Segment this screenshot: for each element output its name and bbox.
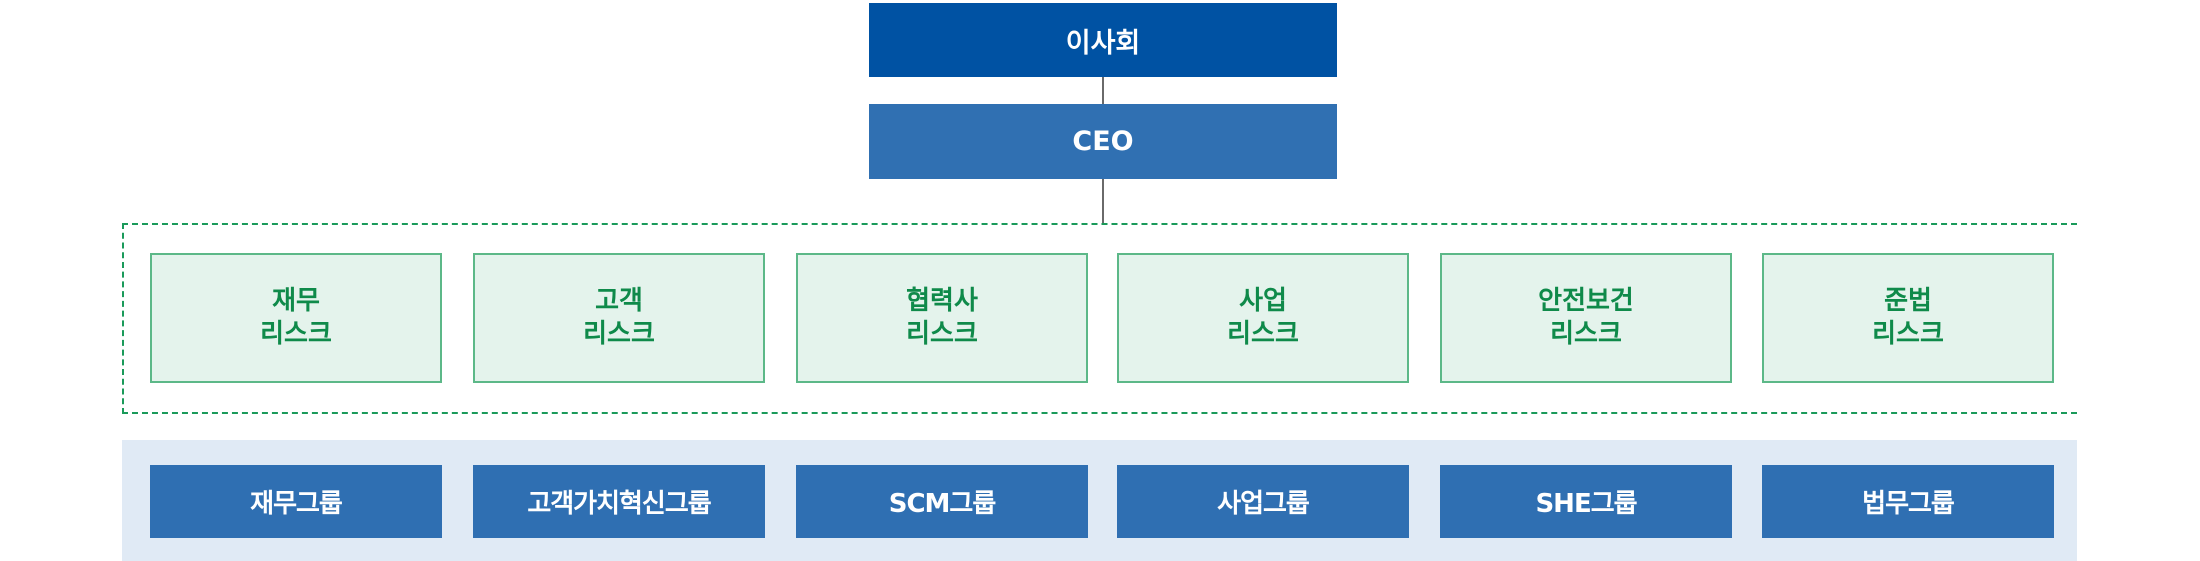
risk-box-finance: 재무 리스크 [150, 253, 442, 383]
risk-subtitle: 리스크 [1872, 319, 1944, 349]
group-box-legal: 법무그룹 [1762, 465, 2054, 538]
ceo-risk-connector [1102, 179, 1104, 224]
group-label: 재무그룹 [250, 489, 343, 519]
risk-subtitle: 리스크 [1227, 319, 1299, 349]
group-label: SHE그룹 [1535, 489, 1637, 519]
risk-box-partner: 협력사 리스크 [796, 253, 1088, 383]
risk-title: 고객 [595, 286, 643, 316]
risk-subtitle: 리스크 [260, 319, 332, 349]
group-label: 고객가치혁신그룹 [527, 489, 711, 519]
board-label: 이사회 [1065, 27, 1141, 59]
board-ceo-connector [1102, 77, 1104, 104]
risk-title: 사업 [1239, 286, 1287, 316]
group-box-business: 사업그룹 [1117, 465, 1409, 538]
risk-box-compliance: 준법 리스크 [1762, 253, 2054, 383]
group-box-customer-value-innovation: 고객가치혁신그룹 [473, 465, 765, 538]
risk-title: 재무 [272, 286, 320, 316]
group-box-scm: SCM그룹 [796, 465, 1088, 538]
ceo-box: CEO [869, 104, 1337, 179]
group-box-finance: 재무그룹 [150, 465, 442, 538]
risk-box-customer: 고객 리스크 [473, 253, 765, 383]
risk-box-safety-health: 안전보건 리스크 [1440, 253, 1732, 383]
group-label: 사업그룹 [1217, 489, 1310, 519]
risk-subtitle: 리스크 [906, 319, 978, 349]
group-label: 법무그룹 [1862, 489, 1955, 519]
ceo-label: CEO [1072, 126, 1134, 157]
group-label: SCM그룹 [888, 489, 997, 519]
risk-subtitle: 리스크 [583, 319, 655, 349]
risk-box-business: 사업 리스크 [1117, 253, 1409, 383]
board-of-directors-box: 이사회 [869, 3, 1337, 77]
risk-title: 협력사 [906, 286, 978, 316]
group-box-she: SHE그룹 [1440, 465, 1732, 538]
risk-subtitle: 리스크 [1550, 319, 1622, 349]
group-band [122, 440, 2077, 561]
risk-title: 안전보건 [1538, 286, 1634, 316]
risk-title: 준법 [1884, 286, 1932, 316]
risk-category-zone [122, 223, 2077, 414]
